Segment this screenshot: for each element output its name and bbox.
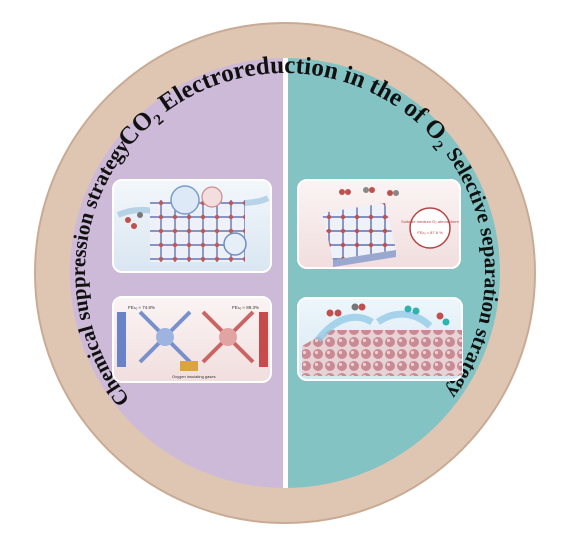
panel-left-top <box>112 179 272 273</box>
right-top-fe-text: FEₕₒ = 87.6 % <box>417 230 443 235</box>
left-bottom-caption: Oxygen insulating gases <box>172 374 216 379</box>
left-bottom-fe-2: FEₕₒ ≈ 89.3% <box>232 305 259 310</box>
right-top-bubble-text: Suitable medium O₂ atmosphere <box>401 219 460 224</box>
center-divider <box>283 58 288 488</box>
panel-left-bottom: FEₕₒ ≈ 74.8% FEₕₒ ≈ 89.3% Oxygen insulat… <box>112 296 272 383</box>
panel-right-top: Suitable medium O₂ atmosphere FEₕₒ = 87.… <box>297 179 461 269</box>
left-bottom-fe-1: FEₕₒ ≈ 74.8% <box>128 305 155 310</box>
panel-right-bottom <box>297 297 463 381</box>
